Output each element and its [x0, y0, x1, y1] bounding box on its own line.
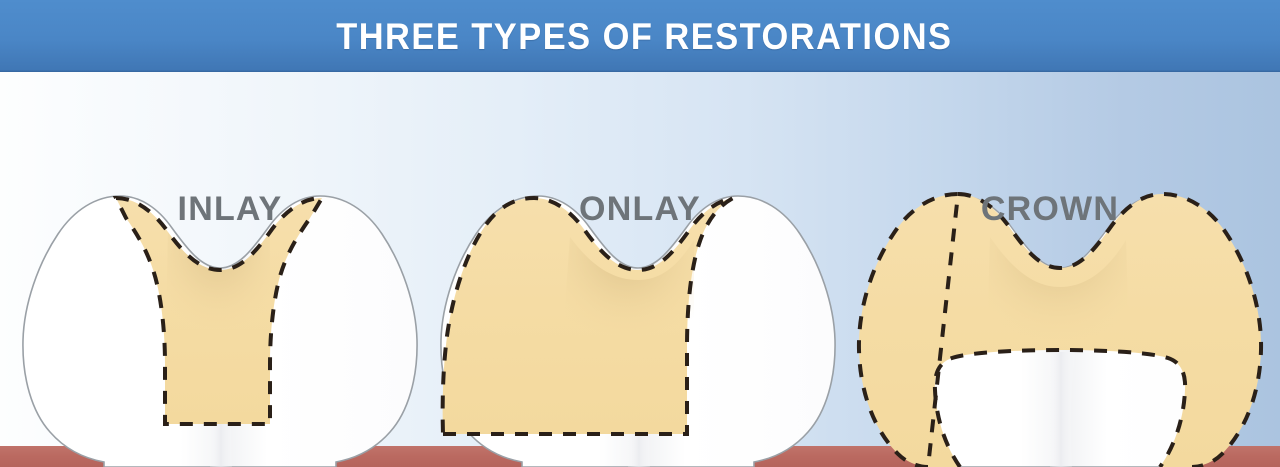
restoration-onlay-fissure-shade	[560, 237, 694, 372]
page-title: THREE TYPES OF RESTORATIONS	[335, 15, 953, 57]
restoration-inlay-dashed-outline[interactable]	[112, 195, 326, 426]
restoration-inlay-fissure-shade	[165, 232, 270, 364]
panel-label-crown: CROWN	[980, 190, 1120, 228]
tooth-groove-crown	[1046, 352, 1076, 467]
restoration-crown-outer-dashed-outline[interactable]	[856, 191, 1264, 467]
tooth-onlay	[440, 195, 836, 467]
teeth-illustration	[22, 191, 1264, 467]
restoration-crown-inner-dashed-outline[interactable]	[932, 347, 1188, 467]
panel-label-inlay: INLAY	[177, 190, 283, 228]
tooth-inlay	[22, 195, 418, 467]
illustration-scene: INLAY ONLAY CROWN	[0, 72, 1280, 467]
title-banner: THREE TYPES OF RESTORATIONS	[0, 0, 1280, 72]
restoration-crown-fissure-shade	[986, 237, 1130, 372]
panel-label-onlay: ONLAY	[579, 190, 701, 228]
restoration-onlay-dashed-outline[interactable]	[440, 195, 735, 436]
tooth-crown	[856, 191, 1264, 467]
